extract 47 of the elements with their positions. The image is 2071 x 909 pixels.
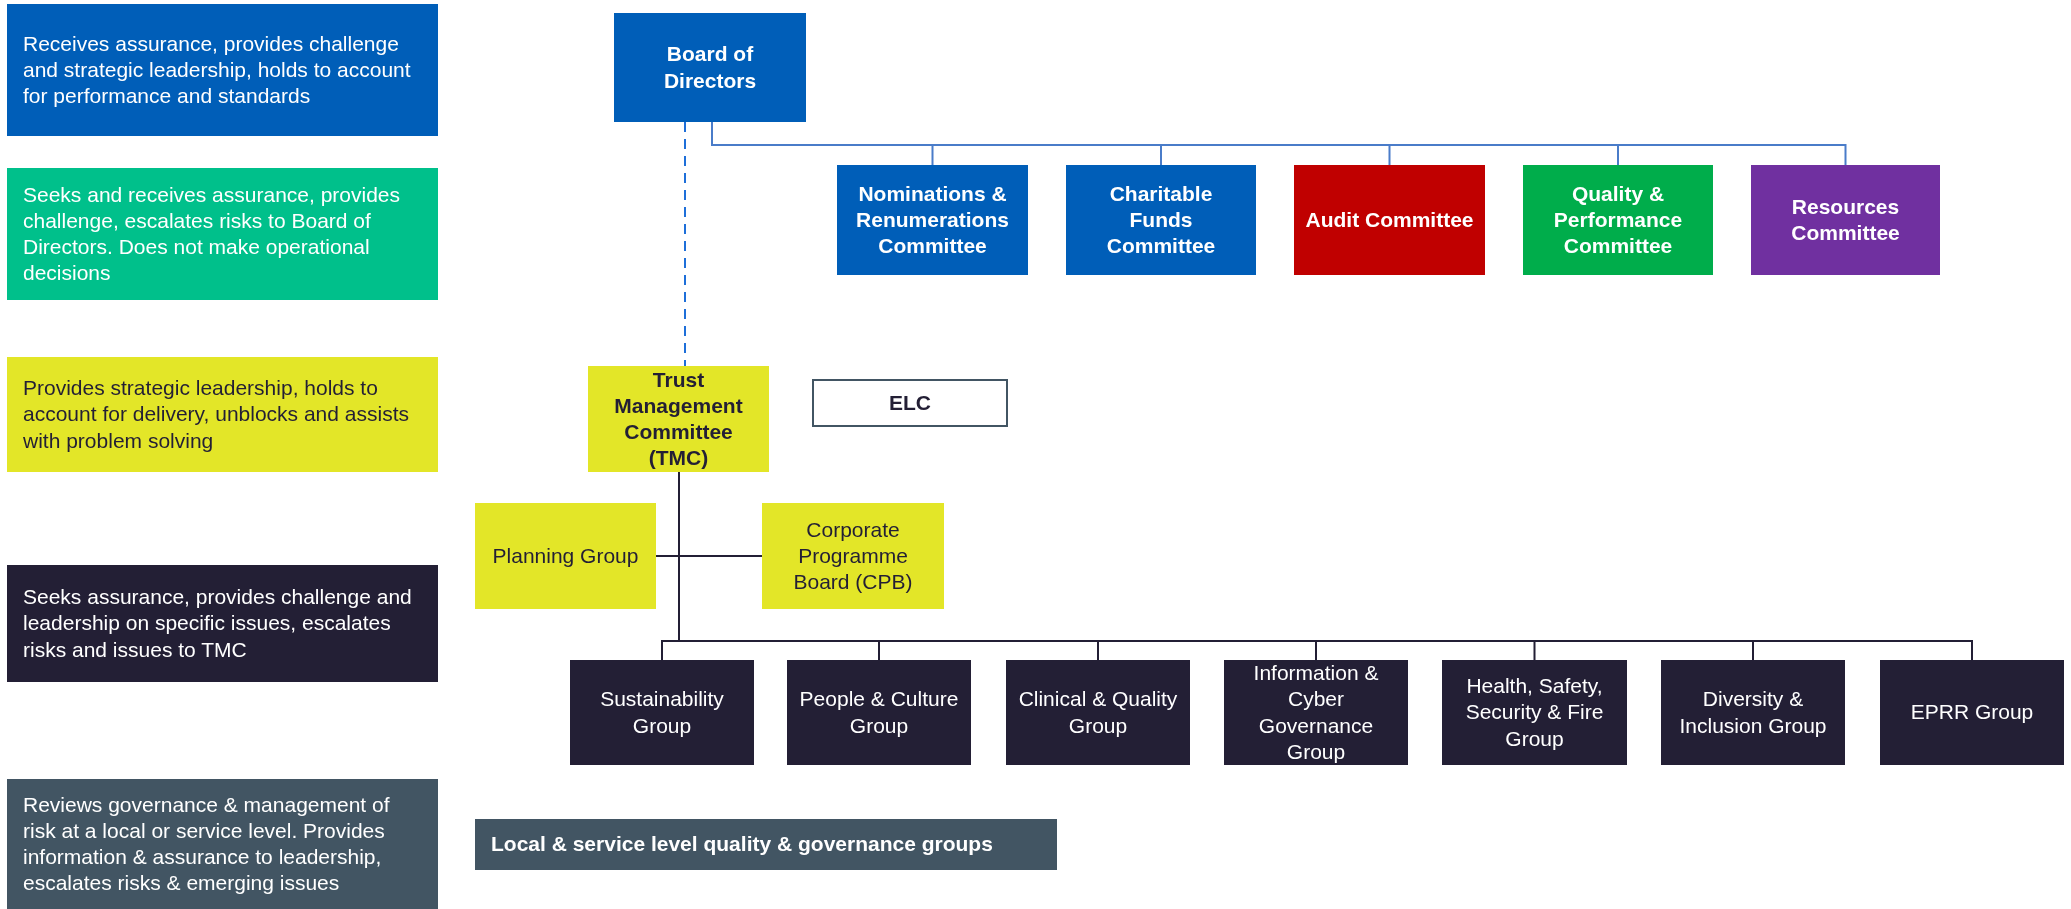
node-text: Diversity & Inclusion Group [1678, 686, 1828, 739]
org-box [588, 366, 769, 472]
node-text: Seeks and receives assurance, provides challenge, escalates risks to Board of Directors. Does not make operational decisions [23, 181, 402, 287]
node-text: Information & Cyber Governance Group [1252, 660, 1380, 765]
org-box [1661, 660, 1845, 765]
node-text: Sustainability Group [599, 686, 725, 739]
node-text: Nominations & Renumerations Committee [855, 180, 1010, 260]
org-box [1880, 660, 2064, 765]
org-box [1442, 660, 1627, 765]
org-box [1006, 660, 1190, 765]
node-text: Health, Safety, Security & Fire Group [1464, 673, 1605, 752]
org-box [1224, 660, 1408, 765]
node-text: Board of Directors [662, 41, 758, 94]
org-box [1294, 165, 1485, 275]
node-text: Planning Group [492, 542, 639, 569]
node-text: Seeks assurance, provides challenge and leadership on specific issues, escalates risks and issues to TMC [23, 584, 413, 663]
description-panel [7, 779, 438, 909]
node-text: Resources Committee [1790, 193, 1901, 246]
description-panel [7, 357, 438, 472]
org-box [475, 503, 656, 609]
description-panel [7, 168, 438, 300]
connector-line [684, 121, 686, 367]
node-text: Audit Committee [1305, 206, 1474, 233]
node-text: Reviews governance & management of risk at a local or service level. Provides information & assurance to leadership, escalates risks & emerging issues [23, 791, 391, 897]
node-text: People & Culture Group [798, 686, 960, 739]
node-text: Trust Management Committee (TMC) [613, 366, 744, 472]
node-text: EPRR Group [1910, 699, 2034, 726]
org-box [570, 660, 754, 765]
org-box [762, 503, 944, 609]
node-text: Local & service level quality & governance groups [491, 831, 993, 858]
node-text: Receives assurance, provides challenge and strategic leadership, holds to account for performance and standards [23, 30, 412, 110]
org-box [1751, 165, 1940, 275]
node-text: Quality & Performance Committee [1552, 180, 1684, 260]
org-box [812, 379, 1008, 427]
org-box [614, 13, 806, 122]
description-panel [7, 565, 438, 682]
org-box [1523, 165, 1713, 275]
org-box [787, 660, 971, 765]
org-box [475, 819, 1057, 870]
node-text: Provides strategic leadership, holds to account for delivery, unblocks and assists with problem solving [23, 375, 410, 454]
node-text: Charitable Funds Committee [1105, 180, 1217, 260]
node-text: ELC [889, 389, 931, 416]
org-box [837, 165, 1028, 275]
description-panel [7, 4, 438, 136]
node-text: Clinical & Quality Group [1017, 686, 1179, 739]
node-text: Corporate Programme Board (CPB) [792, 516, 914, 596]
org-box [1066, 165, 1256, 275]
